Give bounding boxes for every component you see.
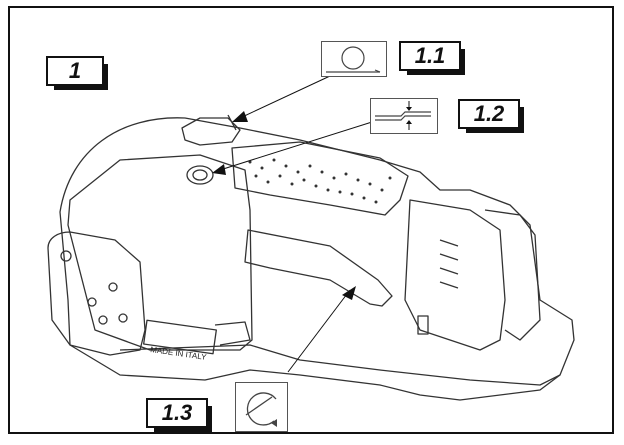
clamp-tension-icon: [370, 98, 438, 134]
diagram-frame: [8, 6, 614, 434]
press-button-icon: [321, 41, 387, 77]
lever-rotate-icon: [235, 382, 288, 432]
callout-1-1: 1.1: [399, 41, 465, 75]
made-in-italy-text: MADE IN ITALY: [150, 345, 208, 362]
